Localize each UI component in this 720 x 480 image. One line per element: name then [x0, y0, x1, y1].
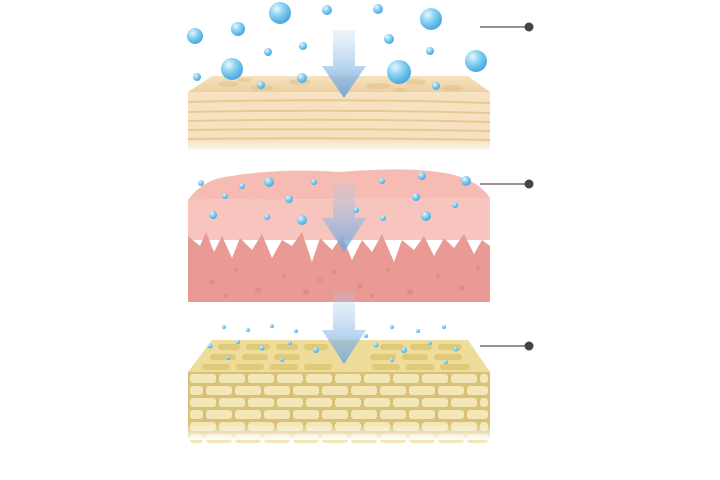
cell-block: [351, 410, 377, 419]
outer-layer-stripes: [187, 99, 491, 141]
cell-block: [409, 410, 435, 419]
arrow-down-1: [322, 30, 366, 98]
cell-block: [190, 398, 216, 407]
cell-block: [190, 374, 216, 383]
cell-block: [451, 398, 477, 407]
cell-block: [190, 386, 203, 395]
droplets-in-middle-layer: [198, 172, 471, 225]
cell-block: [364, 374, 390, 383]
cell-block: [293, 386, 319, 395]
cell-block: [248, 374, 274, 383]
cell-block: [190, 410, 203, 419]
cell-block: [438, 386, 464, 395]
droplets-in-inner-layer: [207, 324, 459, 364]
cell-block: [235, 410, 261, 419]
cell-block: [380, 386, 406, 395]
cell-block: [277, 398, 303, 407]
cell-block: [480, 398, 488, 407]
cell-block: [451, 374, 477, 383]
cell-block: [422, 374, 448, 383]
cell-block: [351, 386, 377, 395]
cell-block: [467, 410, 488, 419]
cell-block: [335, 398, 361, 407]
cell-block: [480, 374, 488, 383]
cell-block: [322, 410, 348, 419]
cell-block: [264, 410, 290, 419]
cell-block: [219, 374, 245, 383]
cell-block: [235, 386, 261, 395]
middle-layer-boundary: [188, 232, 490, 302]
arrow-down-2: [322, 182, 366, 252]
callout-middle-layer: [480, 179, 534, 189]
cell-block: [206, 410, 232, 419]
cell-block: [364, 398, 390, 407]
cell-block: [293, 410, 319, 419]
inner-layer: [188, 340, 490, 443]
cell-block: [322, 386, 348, 395]
cell-block: [335, 374, 361, 383]
droplets-above-outer-layer: [187, 2, 487, 90]
cell-block: [277, 374, 303, 383]
middle-layer-speckles: [209, 266, 480, 298]
cell-block: [422, 398, 448, 407]
cell-block: [206, 386, 232, 395]
cell-block: [380, 410, 406, 419]
cell-block: [219, 398, 245, 407]
cell-block: [264, 386, 290, 395]
cell-block: [467, 386, 488, 395]
cell-block: [409, 386, 435, 395]
callout-outer-layer: [480, 22, 534, 32]
cell-block: [393, 374, 419, 383]
cell-block: [306, 398, 332, 407]
cell-block: [438, 410, 464, 419]
cell-block: [393, 398, 419, 407]
callout-inner-layer: [480, 341, 534, 351]
cell-block: [306, 374, 332, 383]
arrow-down-3: [322, 292, 366, 364]
cell-block: [248, 398, 274, 407]
